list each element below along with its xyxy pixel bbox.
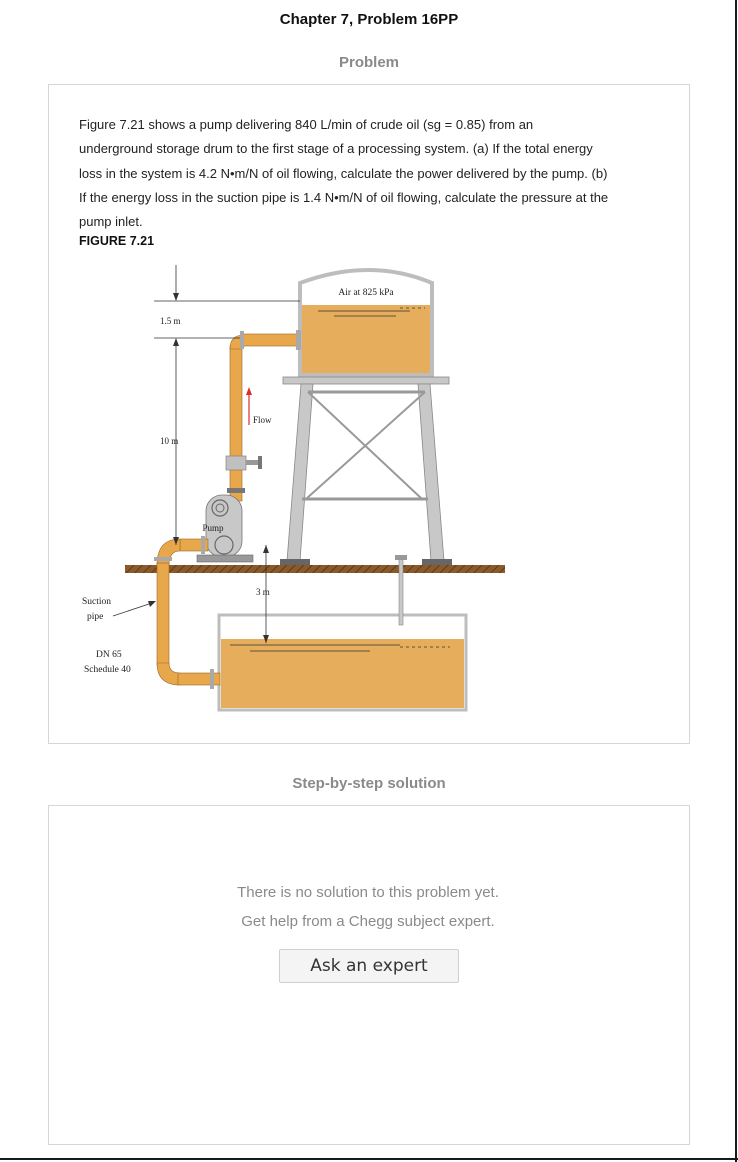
pipe-spec-1: DN 65 bbox=[96, 650, 122, 660]
pump-system-figure: Air at 825 kPa Flow bbox=[82, 265, 505, 712]
page-border-right bbox=[735, 0, 737, 1162]
dim-bottom-label: 3 m bbox=[256, 587, 270, 597]
problem-text: Figure 7.21 shows a pump delivering 840 … bbox=[79, 113, 669, 234]
problem-heading: Problem bbox=[338, 54, 399, 71]
problem-line: pump inlet. bbox=[79, 214, 143, 230]
figure-label: FIGURE 7.21 bbox=[79, 234, 155, 248]
suction-label-1: Suction bbox=[82, 597, 111, 607]
ground-line bbox=[125, 565, 505, 573]
dim-middle-label: 10 m bbox=[160, 436, 178, 446]
suction-label-2: pipe bbox=[87, 612, 103, 622]
dim-top-label: 1.5 m bbox=[160, 316, 181, 326]
pump-label: Pump bbox=[202, 523, 224, 533]
tank-oil bbox=[302, 305, 430, 373]
page-border-bottom bbox=[0, 1158, 738, 1160]
suction-pipe bbox=[154, 536, 221, 689]
air-pressure-label: Air at 825 kPa bbox=[338, 288, 394, 298]
underground-tank bbox=[217, 555, 468, 712]
gate-valve bbox=[225, 455, 247, 471]
discharge-pipe: Flow bbox=[225, 330, 301, 502]
solution-heading: Step-by-step solution bbox=[292, 775, 446, 792]
drum-oil bbox=[221, 639, 464, 708]
problem-line: Figure 7.21 shows a pump delivering 840 … bbox=[79, 117, 534, 132]
problem-line: If the energy loss in the suction pipe i… bbox=[79, 189, 609, 205]
pipe-spec-2: Schedule 40 bbox=[84, 665, 131, 675]
pump: Pump bbox=[196, 494, 254, 563]
elevated-tank: Air at 825 kPa bbox=[298, 268, 434, 377]
chapter-title: Chapter 7, Problem 16PP bbox=[279, 11, 459, 28]
problem-line: underground storage drum to the first st… bbox=[79, 141, 593, 157]
support-tower bbox=[280, 376, 452, 565]
dimension-lines: 1.5 m 10 m 3 m bbox=[154, 265, 300, 643]
problem-line: loss in the system is 4.2 N•m/N of oil f… bbox=[79, 165, 608, 181]
expert-help-message: Get help from a Chegg subject expert. bbox=[241, 913, 495, 930]
no-solution-message: There is no solution to this problem yet… bbox=[237, 884, 499, 901]
ask-expert-button[interactable]: Ask an expert bbox=[279, 949, 459, 983]
flow-label: Flow bbox=[253, 415, 272, 425]
